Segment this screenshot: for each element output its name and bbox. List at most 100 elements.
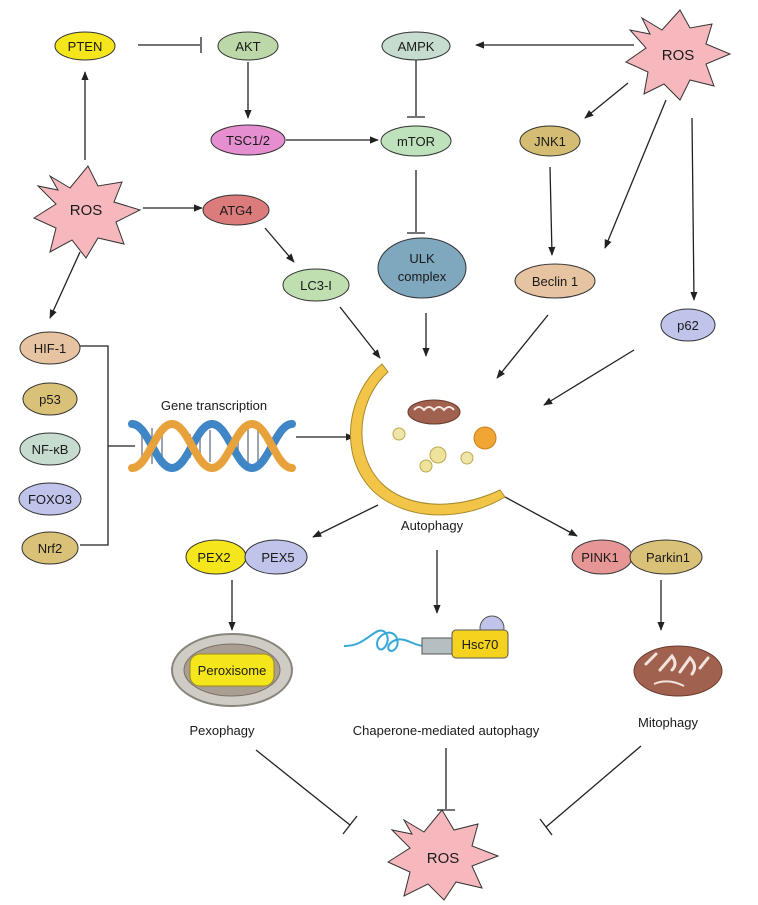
tf-bracket bbox=[80, 345, 109, 546]
pex5-shape bbox=[244, 539, 308, 575]
cma-caption: Chaperone-mediated autophagy bbox=[353, 723, 540, 738]
nfkb-shape bbox=[19, 432, 81, 466]
edge-jnk1-to-beclin bbox=[548, 166, 556, 256]
nfkb-label: NF-κB bbox=[32, 442, 69, 457]
node-foxo3: FOXO3 bbox=[18, 482, 82, 516]
ros-top-shape bbox=[624, 9, 732, 101]
jnk1-shape bbox=[519, 125, 581, 157]
edges bbox=[49, 37, 698, 836]
mitochondrion-inner-icon bbox=[407, 399, 461, 425]
ros-top-label: ROS bbox=[662, 47, 695, 64]
akt-label: AKT bbox=[235, 39, 260, 54]
p53-label: p53 bbox=[39, 392, 61, 407]
p53-shape bbox=[22, 382, 78, 416]
foxo3-label: FOXO3 bbox=[28, 492, 72, 507]
pex2-label: PEX2 bbox=[197, 550, 230, 565]
peroxisome-icon: Peroxisome bbox=[171, 633, 293, 707]
autophagy-caption: Autophagy bbox=[401, 518, 464, 533]
hif1-shape bbox=[19, 331, 81, 365]
vesicle-small-1 bbox=[392, 427, 406, 441]
node-parkin1: Parkin1 bbox=[629, 539, 703, 575]
node-akt: AKT bbox=[217, 31, 279, 61]
hsc70-label: Hsc70 bbox=[462, 637, 499, 652]
ros-bottom-label: ROS bbox=[427, 850, 460, 867]
mitochondrion-cristae bbox=[644, 652, 710, 676]
p62-label: p62 bbox=[677, 318, 699, 333]
lc3-label: LC3-I bbox=[300, 278, 332, 293]
edge-mitophagy-inhibits-ros-bar bbox=[539, 818, 553, 836]
atg4-label: ATG4 bbox=[220, 203, 253, 218]
autophagosome-icon bbox=[350, 363, 506, 516]
edge-ros-to-jnk1 bbox=[584, 82, 629, 119]
edge-pexophagy-inhibits-ros bbox=[255, 749, 351, 826]
node-lc3: LC3-I bbox=[282, 268, 350, 302]
dna-strand-blue bbox=[128, 419, 296, 473]
tsc-shape bbox=[210, 124, 286, 156]
node-nfkb: NF-κB bbox=[19, 432, 81, 466]
ampk-label: AMPK bbox=[398, 39, 435, 54]
ros-left-shape bbox=[32, 165, 142, 259]
dna-helix-icon bbox=[128, 419, 296, 473]
nrf2-shape bbox=[21, 531, 79, 565]
vesicle-small-3 bbox=[419, 459, 433, 473]
mitochondrion-body bbox=[633, 645, 723, 697]
ulk-label-line1: ULK bbox=[409, 251, 435, 266]
node-beclin1: Beclin 1 bbox=[514, 263, 596, 299]
nrf2-label: Nrf2 bbox=[38, 541, 63, 556]
pex5-label: PEX5 bbox=[261, 550, 294, 565]
hif1-label: HIF-1 bbox=[34, 341, 67, 356]
edge-lc3-to-autophagy bbox=[339, 306, 381, 359]
ros-bottom-shape bbox=[386, 809, 500, 901]
edge-autophagy-to-pink1 bbox=[504, 496, 578, 537]
chaperone-complex-icon: Hsc70 bbox=[343, 615, 509, 659]
edge-ros-to-beclin bbox=[604, 99, 667, 249]
jnk1-label: JNK1 bbox=[534, 134, 566, 149]
vesicle-small-2 bbox=[429, 446, 447, 464]
node-p53: p53 bbox=[22, 382, 78, 416]
mitochondrion-fragment bbox=[653, 680, 685, 687]
dna-strand-orange bbox=[128, 419, 296, 473]
node-ulk-complex: ULK complex bbox=[377, 237, 467, 299]
node-tsc: TSC1/2 bbox=[210, 124, 286, 156]
node-ampk: AMPK bbox=[381, 31, 451, 61]
p62-shape bbox=[660, 308, 716, 342]
autophagosome-membrane bbox=[350, 363, 506, 516]
peroxisome-core bbox=[189, 653, 275, 687]
edge-autophagy-to-pex bbox=[312, 504, 379, 538]
mtor-shape bbox=[380, 125, 452, 157]
mtor-label: mTOR bbox=[397, 134, 435, 149]
nodes: PTEN AKT AMPK TSC1/2 mTOR JNK1 ATG4 LC3 bbox=[18, 9, 732, 901]
beclin-label: Beclin 1 bbox=[532, 274, 578, 289]
ulk-shape bbox=[377, 237, 467, 299]
edge-mitophagy-inhibits-ros bbox=[545, 745, 642, 828]
node-pten: PTEN bbox=[54, 31, 116, 61]
edge-beclin-to-autophagy bbox=[496, 314, 549, 379]
foxo3-shape bbox=[18, 482, 82, 516]
parkin1-shape bbox=[629, 539, 703, 575]
node-mtor: mTOR bbox=[380, 125, 452, 157]
node-pex2: PEX2 bbox=[185, 539, 247, 575]
parkin1-label: Parkin1 bbox=[646, 550, 690, 565]
node-hif1: HIF-1 bbox=[19, 331, 81, 365]
node-ros-left: ROS bbox=[32, 165, 142, 259]
node-jnk1: JNK1 bbox=[519, 125, 581, 157]
node-nrf2: Nrf2 bbox=[21, 531, 79, 565]
pten-shape bbox=[54, 31, 116, 61]
ulk-label-line2: complex bbox=[398, 269, 447, 284]
node-atg4: ATG4 bbox=[202, 194, 270, 226]
chaperone-grey-block bbox=[421, 637, 457, 655]
edge-atg4-to-lc3 bbox=[264, 227, 295, 263]
pink1-label: PINK1 bbox=[581, 550, 619, 565]
mitochondrion-icon bbox=[633, 645, 723, 697]
node-pink1: PINK1 bbox=[571, 539, 633, 575]
node-ros-bottom: ROS bbox=[386, 809, 500, 901]
lc3-shape bbox=[282, 268, 350, 302]
mitophagy-caption: Mitophagy bbox=[638, 715, 698, 730]
node-p62: p62 bbox=[660, 308, 716, 342]
peroxisome-label: Peroxisome bbox=[198, 663, 267, 678]
akt-shape bbox=[217, 31, 279, 61]
ampk-shape bbox=[381, 31, 451, 61]
edge-p62-to-autophagy bbox=[543, 349, 635, 406]
node-ros-top: ROS bbox=[624, 9, 732, 101]
